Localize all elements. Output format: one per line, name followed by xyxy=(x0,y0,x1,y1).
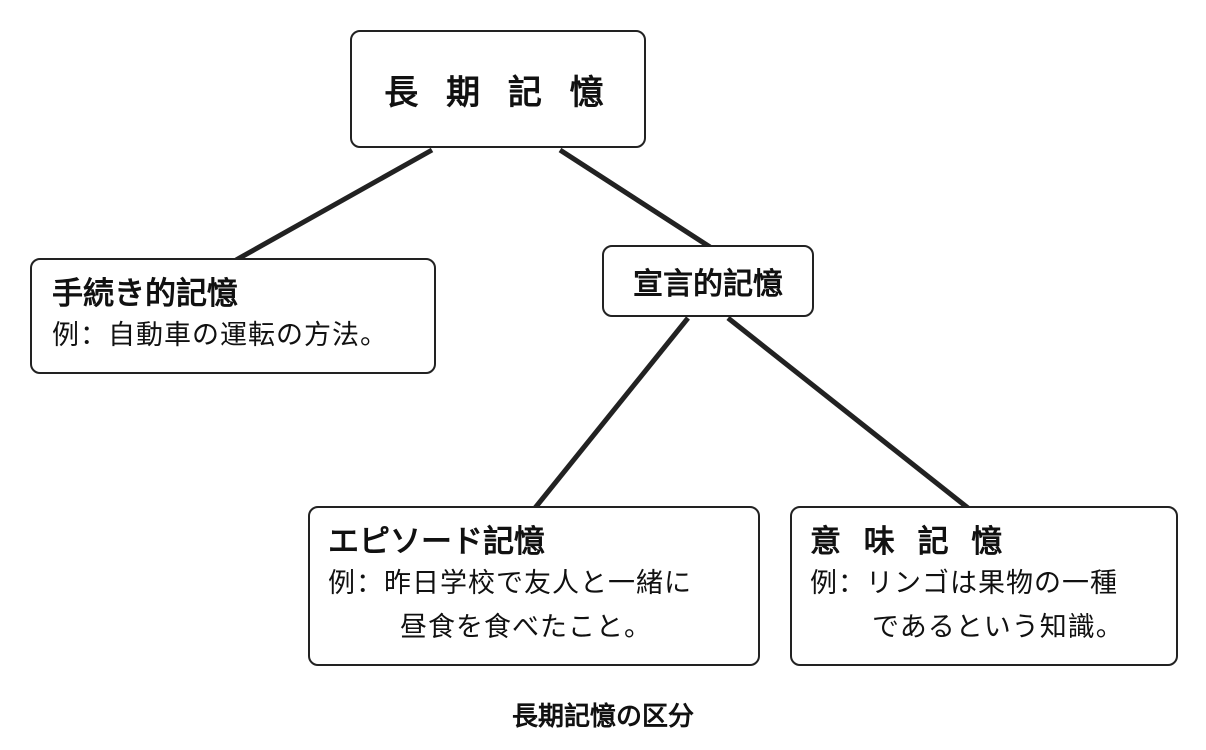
diagram-caption: 長期記憶の区分 xyxy=(511,702,694,732)
edge-root-declarative xyxy=(558,147,712,250)
episodic-memory-example-line2: 昼食を食べたこと。 xyxy=(400,612,652,643)
long-term-memory-node: 長 期 記 憶 xyxy=(350,30,646,148)
semantic-memory-label: 意 味 記 憶 xyxy=(810,524,1009,560)
declarative-memory-label: 宣言的記憶 xyxy=(633,267,783,302)
episodic-memory-label: エピソード記憶 xyxy=(328,524,545,560)
semantic-memory-example-line2: であるという知識。 xyxy=(872,612,1124,643)
semantic-memory-example-line1: 例：リンゴは果物の一種 xyxy=(810,568,1118,599)
procedural-memory-label: 手続き的記憶 xyxy=(52,276,238,312)
episodic-memory-node: エピソード記憶 例：昨日学校で友人と一緒に 昼食を食べたこと。 xyxy=(308,506,760,666)
edge-root-procedural xyxy=(234,147,434,263)
long-term-memory-label: 長 期 記 憶 xyxy=(384,72,612,113)
episodic-memory-example-line1: 例：昨日学校で友人と一緒に xyxy=(328,568,692,599)
edge-declarative-semantic xyxy=(726,316,970,510)
semantic-memory-node: 意 味 記 憶 例：リンゴは果物の一種 であるという知識。 xyxy=(790,506,1178,666)
edge-declarative-episodic xyxy=(533,316,690,510)
procedural-memory-node: 手続き的記憶 例：自動車の運転の方法。 xyxy=(30,258,436,374)
declarative-memory-node: 宣言的記憶 xyxy=(602,245,814,317)
procedural-memory-example: 例：自動車の運転の方法。 xyxy=(52,320,388,351)
